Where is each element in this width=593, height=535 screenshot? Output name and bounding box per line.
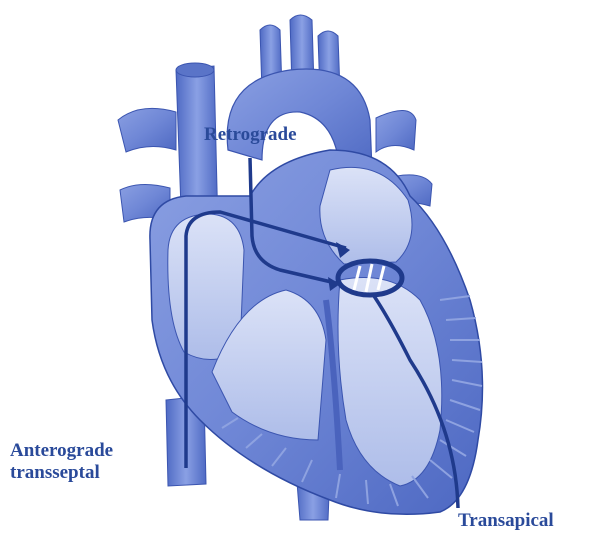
- anterograde-transseptal-label: Anterograde transseptal: [10, 440, 113, 484]
- pulmonary-artery-right: [118, 108, 176, 152]
- retrograde-label: Retrograde: [204, 124, 297, 146]
- anterograde-label-line1: Anterograde: [10, 440, 113, 462]
- anterograde-label-line2: transseptal: [10, 462, 113, 484]
- pulmonary-artery-left: [376, 110, 416, 152]
- transapical-label: Transapical: [458, 510, 554, 532]
